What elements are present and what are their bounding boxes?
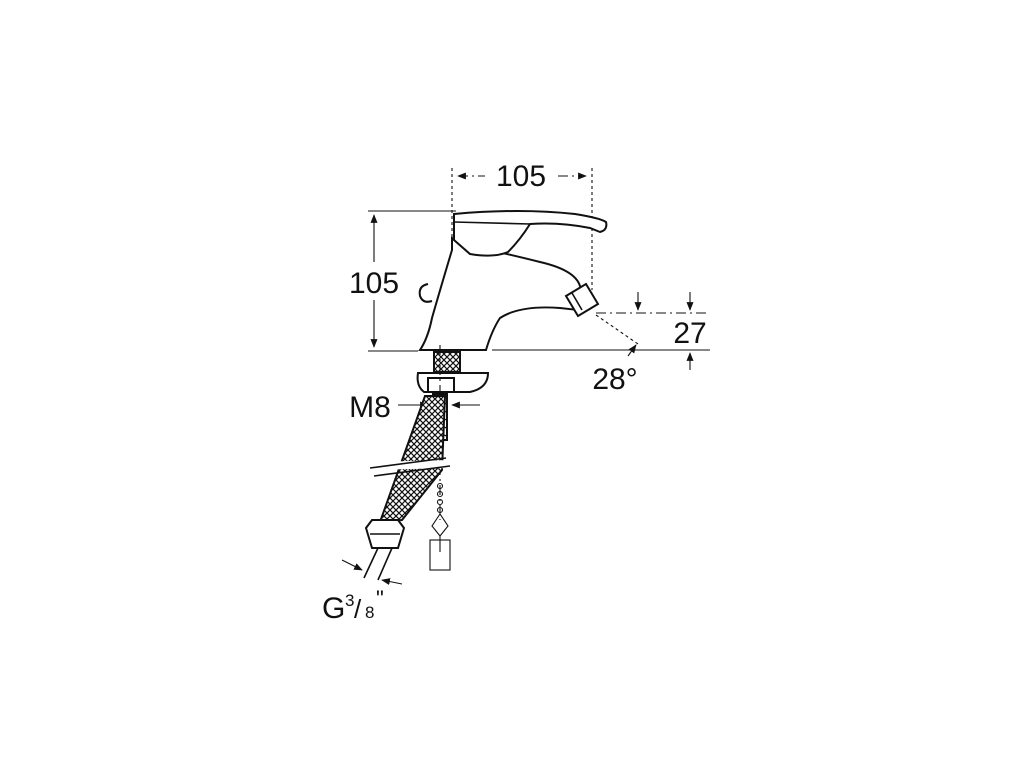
chain-link bbox=[436, 506, 444, 514]
connection-arrow-right bbox=[381, 578, 403, 586]
angle-line bbox=[595, 314, 639, 345]
hose-break-line-1 bbox=[369, 457, 447, 469]
connection-arrow-left bbox=[341, 559, 363, 571]
popup-knob bbox=[418, 283, 433, 303]
connection-prefix: G bbox=[322, 592, 345, 625]
chain-link bbox=[436, 482, 444, 490]
dimension-outlet: 27 28° bbox=[492, 292, 710, 396]
height-value: 105 bbox=[349, 267, 399, 300]
angle-arrow-bottom bbox=[627, 344, 637, 357]
faucet-body bbox=[418, 210, 608, 351]
chain-link bbox=[436, 490, 444, 498]
connection-fraction-den: 8 bbox=[365, 603, 374, 622]
connection-fraction-slash: / bbox=[354, 594, 362, 624]
flexible-hose bbox=[363, 395, 453, 581]
nozzle-ring bbox=[571, 292, 583, 311]
connection-suffix: " bbox=[376, 586, 384, 611]
mounting-threaded-base bbox=[433, 351, 461, 373]
lever-edge bbox=[453, 221, 531, 225]
popup-chain bbox=[429, 482, 451, 571]
lever-handle bbox=[453, 210, 608, 257]
dimension-connection: G 3 / 8 " bbox=[322, 559, 403, 625]
hose-break-line-2 bbox=[373, 465, 451, 477]
faucet-main-body bbox=[418, 236, 584, 351]
angle-value: 28° bbox=[592, 363, 637, 396]
hose-tail-left bbox=[363, 547, 379, 579]
spout-reach-value: 105 bbox=[496, 160, 546, 193]
dimension-thread: M8 bbox=[349, 391, 480, 424]
mounting-nut bbox=[427, 377, 455, 393]
hose-tail-right bbox=[377, 547, 393, 581]
chain-link bbox=[436, 498, 444, 506]
hose-upper bbox=[378, 395, 447, 524]
outlet-height-value: 27 bbox=[673, 317, 706, 350]
chain-clip bbox=[431, 513, 449, 537]
thread-value: M8 bbox=[349, 391, 391, 424]
dimension-height: 105 bbox=[349, 210, 456, 352]
spout-nozzle bbox=[564, 282, 600, 318]
connection-fraction-num: 3 bbox=[345, 591, 354, 610]
